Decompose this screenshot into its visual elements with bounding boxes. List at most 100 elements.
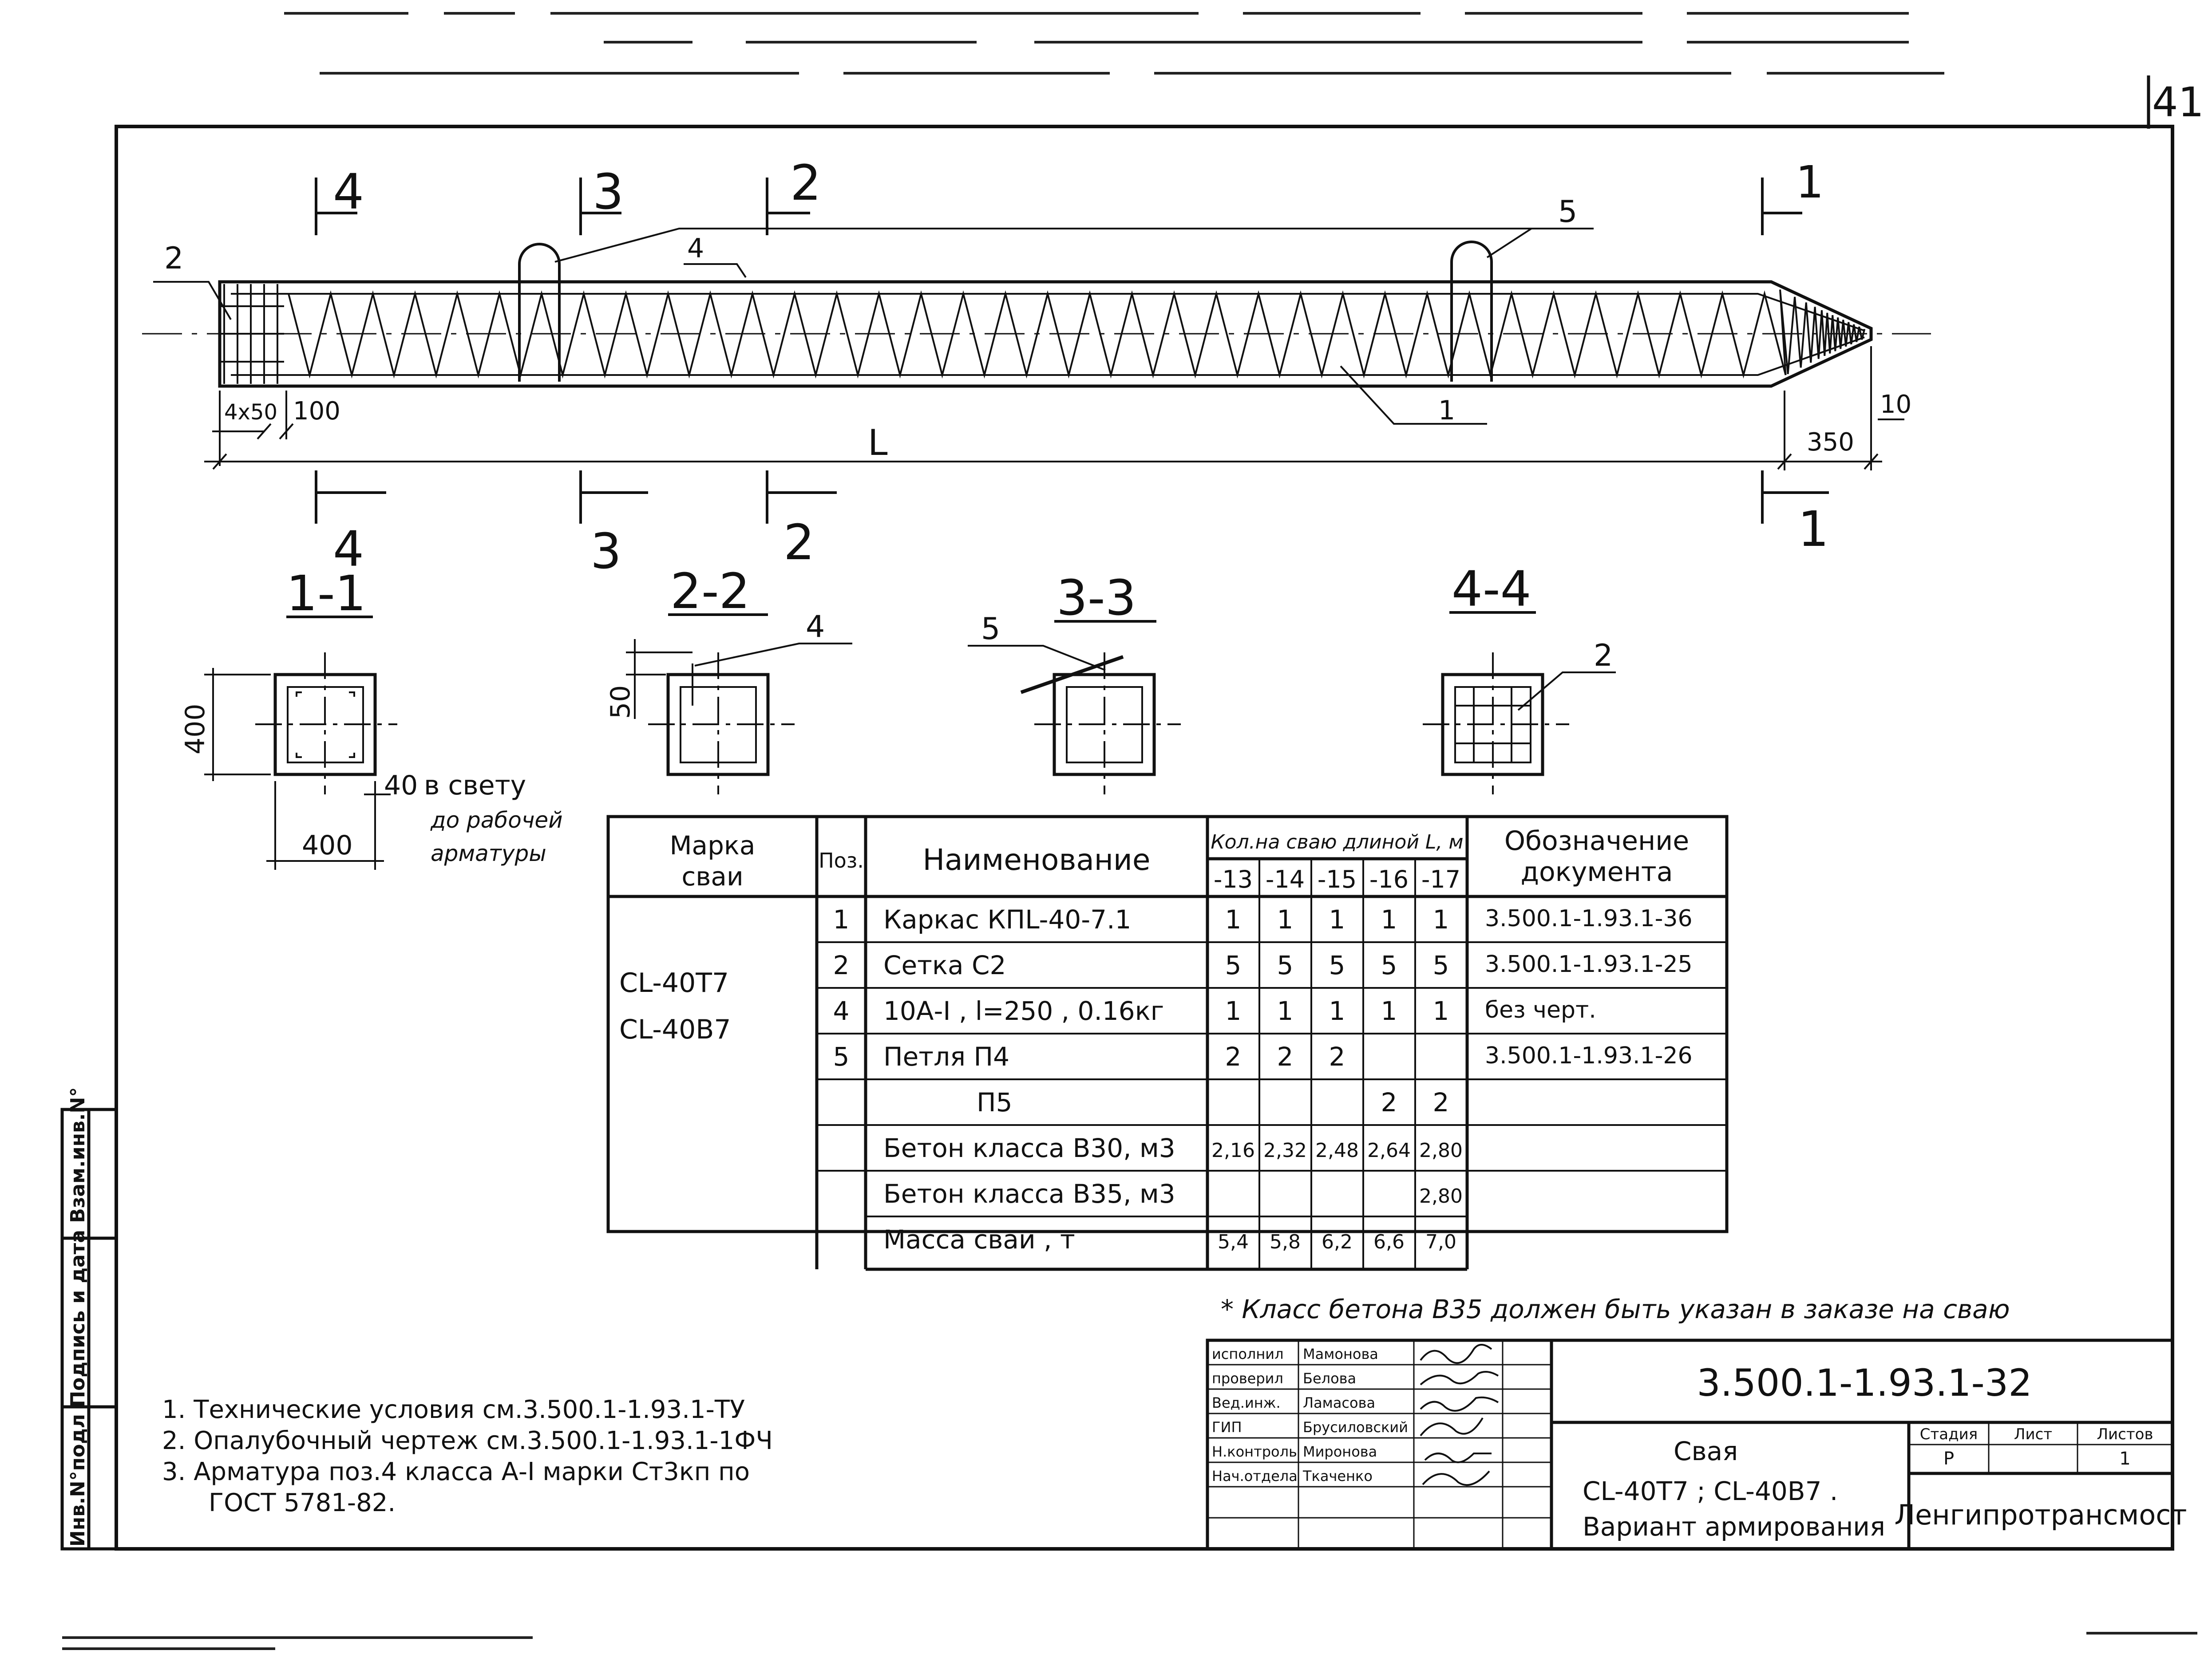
row-qty: 5 [1225,950,1242,980]
frame-border [115,125,2174,1551]
cut-mark-4-bottom: 4 [333,521,364,577]
note-2: 2. Опалубочный чертеж см.3.500.1-1.93.1-… [162,1426,773,1455]
header-pos: Поз. [819,849,864,873]
section-dim-vertical: 400 [180,703,211,754]
row-qty: 1 [1433,904,1449,935]
pile-elevation: 2 5 4 1 4x50 100 L 350 10 [142,154,1931,580]
row-document: 3.500.1-1.93.1-26 [1485,1042,1693,1069]
pile-mark-1: CL-40T7 [619,967,729,999]
desc-line-2: CL-40T7 ; CL-40B7 . [1583,1476,1838,1506]
section-dim-horizontal: 400 [302,830,353,861]
footnote: * Класс бетона В35 должен быть указан в … [1221,1294,2010,1324]
row-name: Петля П4 [883,1042,1009,1072]
row-position: 2 [833,950,850,980]
stage-label: Стадия [1920,1425,1978,1443]
section-3-3: 3-3 5 [968,569,1181,794]
dim-tip-width: 10 [1880,390,1911,419]
row-name: Масса сваи , т [883,1224,1075,1255]
row-qty: 6,6 [1373,1231,1405,1253]
scan-artifacts-bottom [62,1632,2197,1650]
signer-name: Миронова [1303,1443,1377,1460]
section-callout: 2 [1594,638,1613,673]
row-qty: 2,16 [1211,1139,1255,1162]
document-code: 3.500.1-1.93.1-32 [1697,1361,2032,1405]
row-qty: 2,80 [1419,1185,1463,1208]
row-qty: 2,64 [1367,1139,1411,1162]
cover-value: 40 [384,770,418,801]
qty-column-header: -14 [1266,865,1305,893]
row-qty: 5 [1329,950,1345,980]
header-name: Наименование [923,843,1151,877]
callout-mesh: 2 [164,241,183,276]
row-qty: 5,8 [1270,1231,1301,1253]
sheets-label: Листов [2097,1425,2153,1443]
qty-column-header: -13 [1214,865,1253,893]
desc-line-3: Вариант армирования [1583,1512,1885,1542]
signer-name: Ткаченко [1302,1468,1373,1485]
row-qty: 2 [1225,1042,1242,1072]
header-qty-group: Кол.на сваю длиной L, м [1211,831,1463,853]
section-callout: 4 [806,609,825,644]
row-position: 4 [833,996,850,1026]
dim-tip: 350 [1807,428,1854,457]
row-qty: 2,80 [1419,1139,1463,1162]
notes: 1. Технические условия см.3.500.1-1.93.1… [162,1395,773,1517]
dim-first-gap: 100 [293,397,340,426]
signer-name: Белова [1303,1370,1356,1387]
header-doc-2: документа [1520,857,1673,888]
row-qty: 1 [1225,904,1242,935]
stage-value: Р [1943,1449,1954,1469]
row-qty: 1 [1277,904,1294,935]
row-name: Бетон класса В30, м3 [883,1133,1175,1163]
section-title: 1-1 [286,565,366,622]
row-qty: 5 [1433,950,1449,980]
callout-frame: 1 [1438,395,1455,426]
section-4-4: 4-4 2 [1423,561,1616,794]
signer-role: исполнил [1212,1346,1284,1362]
signer-name: Мамонова [1303,1346,1378,1362]
sheets-value: 1 [2119,1449,2130,1469]
cut-mark-4-top: 4 [333,163,364,220]
row-qty: 5 [1277,950,1294,980]
row-document: без черт. [1485,997,1596,1023]
desc-line-1: Свая [1674,1436,1738,1466]
row-name: 10А-I , l=250 , 0.16кг [883,996,1164,1026]
signer-role: проверил [1212,1370,1283,1387]
side-stamp [60,1108,118,1551]
section-callout: 5 [981,612,1000,647]
row-qty: 1 [1433,996,1449,1026]
row-name: П5 [977,1087,1013,1117]
row-document: 3.500.1-1.93.1-25 [1485,951,1693,978]
cut-mark-3-bottom: 3 [590,523,621,580]
signer-role: Нач.отдела [1212,1468,1298,1485]
row-qty: 1 [1329,996,1345,1026]
header-mark-2: сваи [681,861,743,892]
row-qty: 2 [1433,1087,1449,1117]
organization: Ленгипротрансмост [1895,1499,2187,1531]
section-title: 4-4 [1452,561,1531,617]
header-doc-1: Обозначение [1504,825,1689,857]
row-qty: 2,48 [1315,1139,1359,1162]
signatures [1420,1344,1499,1486]
section-dim-vertical: 50 [605,685,636,719]
row-name: Каркас КПL-40-7.1 [883,904,1131,935]
cut-mark-2-top: 2 [790,154,821,211]
callout-loop: 5 [1558,194,1577,229]
note-3: 3. Арматура поз.4 класса А-I марки Ст3кп… [162,1457,750,1486]
section-title: 3-3 [1057,569,1136,626]
row-qty: 2 [1381,1087,1397,1117]
signer-role: Вед.инж. [1212,1394,1281,1411]
row-document: 3.500.1-1.93.1-36 [1485,905,1693,932]
row-qty: 2,32 [1263,1139,1307,1162]
row-qty: 5 [1381,950,1397,980]
row-qty: 6,2 [1322,1231,1353,1253]
side-stamp-text: Инв.N°подл Подпись и дата Взам.инв.N° [67,1087,89,1547]
qty-column-header: -16 [1369,865,1409,893]
row-name: Бетон класса В35, м3 [883,1179,1175,1209]
pile-mark-2: CL-40B7 [619,1014,731,1045]
cut-mark-1-top: 1 [1796,156,1824,208]
